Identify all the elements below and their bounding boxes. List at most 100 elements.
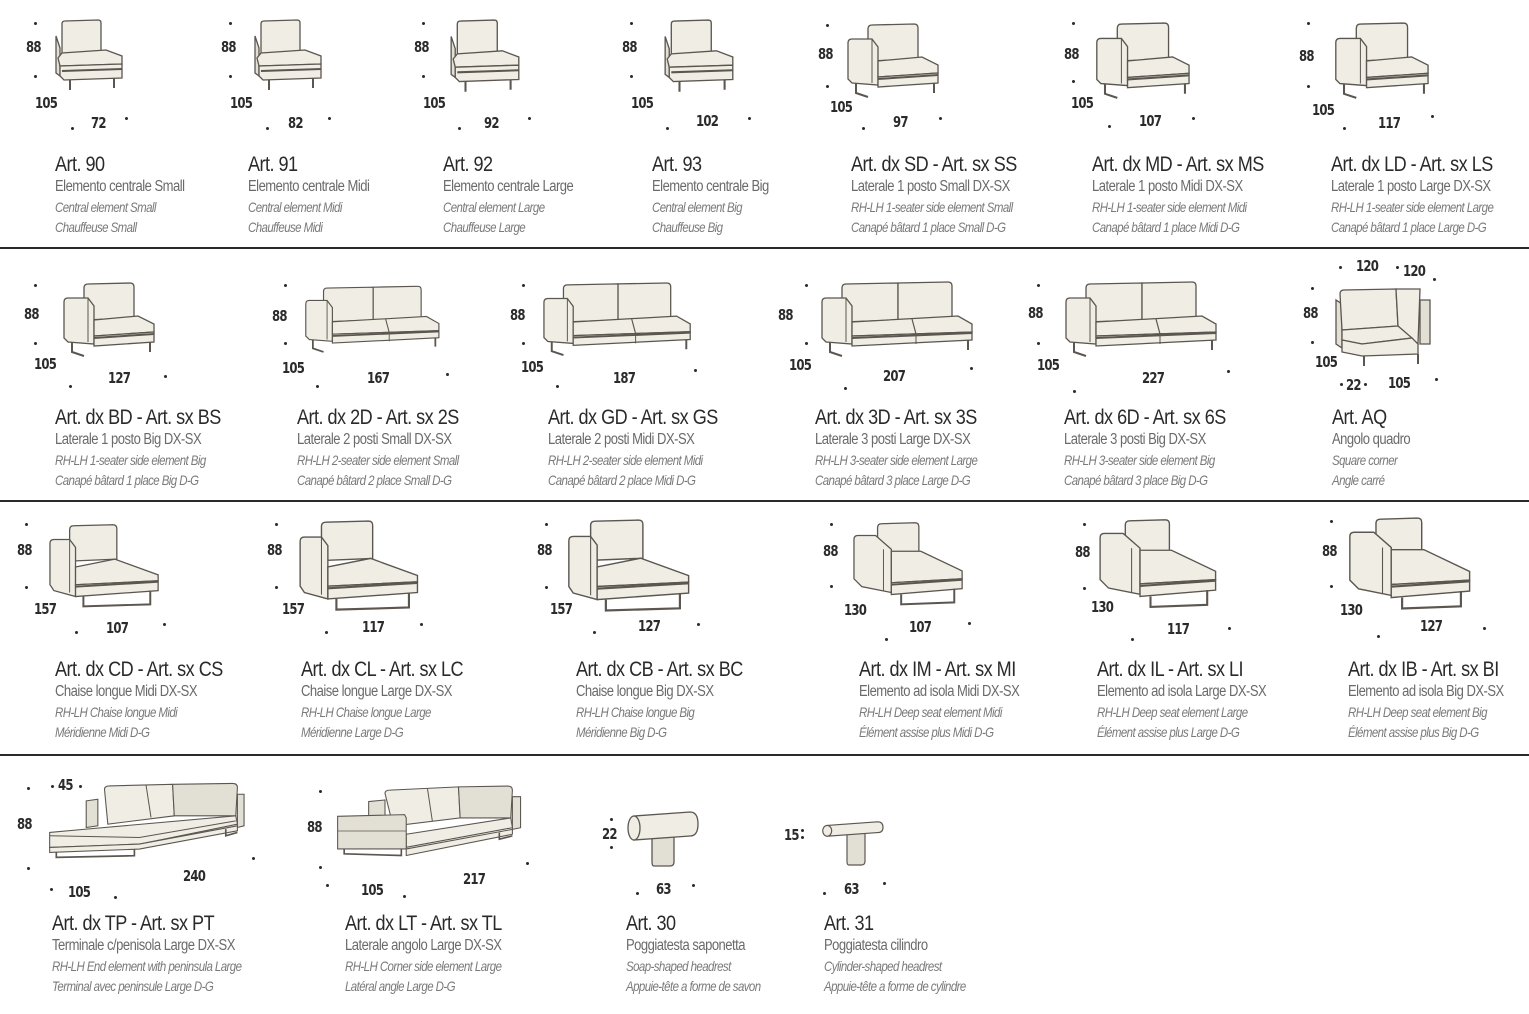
product-caption: Art. dx IB - Art. sx BI Elemento ad isol…: [1348, 658, 1529, 742]
article-code: Art. 90: [55, 153, 105, 176]
french-description: Canapé bâtard 1 place Small D-G: [851, 219, 1006, 235]
article-code: Art. dx LD - Art. sx LS: [1331, 153, 1493, 176]
product-caption: Art. 90 Elemento centrale Small Central …: [55, 153, 209, 237]
article-code: Art. AQ: [1332, 406, 1387, 429]
french-description: Chauffeuse Small: [55, 219, 137, 235]
width-dimension: 63: [844, 880, 859, 898]
product-caption: Art. AQ Angolo quadro Square corner Angl…: [1332, 406, 1425, 490]
french-description: Angle carré: [1332, 472, 1385, 488]
product-caption: Art. dx GD - Art. sx GS Laterale 2 posti…: [548, 406, 745, 490]
product-art-bd-bs: 88 105 127 Art. dx BD - Art. sx BS Later…: [0, 252, 260, 497]
product-art-cd-cs: 88 157 107 Art. dx CD - Art. sx CS Chais…: [0, 505, 270, 750]
width-dimension: 187: [613, 369, 636, 387]
depth-dimension: 105: [34, 355, 57, 373]
width-dimension: 167: [367, 369, 390, 387]
italian-description: Chaise longue Midi DX-SX: [55, 683, 198, 700]
french-description: Canapé bâtard 3 place Big D-G: [1064, 472, 1208, 488]
product-art-lt-tl: 88 105 217 Art. dx LT - Art. sx TL Later…: [300, 760, 590, 1014]
french-description: Chauffeuse Midi: [248, 219, 323, 235]
width-dimension: 72: [91, 114, 106, 132]
sofa-2-seater-side-icon: [542, 280, 698, 360]
article-code: Art. dx 2D - Art. sx 2S: [297, 406, 459, 429]
height-dimension: 88: [1303, 304, 1318, 322]
french-description: Latéral angle Large D-G: [345, 978, 456, 994]
width-dimension: 127: [1420, 617, 1443, 635]
height-dimension: 88: [17, 815, 32, 833]
product-caption: Art. 30 Poggiatesta saponetta Soap-shape…: [626, 912, 790, 996]
product-caption: Art. 92 Elemento centrale Large Central …: [443, 153, 598, 237]
width-dimension: 105: [1388, 374, 1411, 392]
width-dimension: 107: [909, 618, 932, 636]
english-description: RH-LH 1-seater side element Big: [55, 452, 206, 468]
product-caption: Art. dx 6D - Art. sx 6S Laterale 3 posti…: [1064, 406, 1252, 490]
product-caption: Art. dx CD - Art. sx CS Chaise longue Mi…: [55, 658, 250, 742]
italian-description: Laterale 1 posto Big DX-SX: [55, 431, 202, 448]
product-art-im-mi: 88 130 107 Art. dx IM - Art. sx MI Eleme…: [820, 505, 1070, 750]
depth-dimension: 105: [789, 356, 812, 374]
english-description: RH-LH Chaise longue Large: [301, 704, 431, 720]
product-art-6d-6s: 88 105 227 Art. dx 6D - Art. sx 6S Later…: [1020, 252, 1300, 497]
product-caption: Art. dx IL - Art. sx LI Elemento ad isol…: [1097, 658, 1298, 742]
italian-description: Chaise longue Big DX-SX: [576, 683, 714, 700]
height-dimension: 88: [1322, 542, 1337, 560]
height-dimension: 88: [1064, 45, 1079, 63]
article-code: Art. dx CL - Art. sx LC: [301, 658, 464, 681]
english-description: Cylinder-shaped headrest: [824, 958, 942, 974]
article-code: Art. dx TP - Art. sx PT: [52, 912, 215, 935]
product-art-md-ms: 88 105 107 Art. dx MD - Art. sx MS Later…: [1045, 0, 1295, 245]
english-description: RH-LH 1-seater side element Small: [851, 199, 1013, 215]
depth-dimension: 157: [34, 600, 57, 618]
sofa-chaise-longue-icon: [48, 519, 166, 617]
french-description: Méridienne Midi D-G: [55, 724, 150, 740]
height-dimension: 88: [537, 541, 552, 559]
english-description: RH-LH Corner side element Large: [345, 958, 502, 974]
italian-description: Laterale 3 posti Large DX-SX: [815, 431, 971, 448]
product-art-tp-pt: 45 88 105 240 Art. dx TP - Art. sx PT Te…: [0, 760, 300, 1014]
french-description: Appuie-tête a forme de savon: [626, 978, 761, 994]
height-dimension: 88: [221, 38, 236, 56]
italian-description: Laterale 2 posti Small DX-SX: [297, 431, 452, 448]
product-art-il-li: 88 130 117 Art. dx IL - Art. sx LI Eleme…: [1060, 505, 1310, 750]
italian-description: Elemento ad isola Big DX-SX: [1348, 683, 1504, 700]
height-dimension: 88: [24, 305, 39, 323]
product-caption: Art. dx CB - Art. sx BC Chaise longue Bi…: [576, 658, 770, 742]
italian-description: Laterale 1 posto Small DX-SX: [851, 178, 1010, 195]
product-art-ib-bi: 88 130 127 Art. dx IB - Art. sx BI Eleme…: [1310, 505, 1529, 750]
product-caption: Art. dx LD - Art. sx LS Laterale 1 posto…: [1331, 153, 1529, 237]
italian-description: Elemento centrale Small: [55, 178, 185, 195]
english-description: Central element Small: [55, 199, 156, 215]
width-dimension: 127: [638, 617, 661, 635]
width-dimension: 217: [463, 870, 486, 888]
corner-width-left-dimension: 120: [1356, 257, 1379, 275]
article-code: Art. dx 3D - Art. sx 3S: [815, 406, 977, 429]
height-dimension: 88: [818, 45, 833, 63]
product-art-2d-2s: 88 105 167 Art. dx 2D - Art. sx 2S Later…: [250, 252, 510, 497]
width-dimension: 102: [696, 112, 719, 130]
article-code: Art. dx IL - Art. sx LI: [1097, 658, 1244, 681]
product-caption: Art. 91 Elemento centrale Midi Central e…: [248, 153, 392, 237]
height-dimension: 88: [1075, 543, 1090, 561]
article-code: Art. dx GD - Art. sx GS: [548, 406, 718, 429]
cylinder-headrest-icon: [820, 820, 892, 874]
english-description: RH-LH Chaise longue Midi: [55, 704, 178, 720]
article-code: Art. 31: [824, 912, 874, 935]
english-description: RH-LH 1-seater side element Midi: [1092, 199, 1247, 215]
sofa-1-seater-side-icon: [846, 20, 946, 102]
article-code: Art. 30: [626, 912, 676, 935]
width-dimension: 107: [106, 619, 129, 637]
italian-description: Elemento ad isola Large DX-SX: [1097, 683, 1267, 700]
height-dimension: 22: [602, 825, 617, 843]
product-caption: Art. dx TP - Art. sx PT Terminale c/peni…: [52, 912, 283, 996]
depth-dimension: 105: [361, 881, 384, 899]
sofa-1-seater-side-icon: [54, 280, 170, 360]
english-description: Central element Midi: [248, 199, 342, 215]
depth-dimension: 105: [1037, 356, 1060, 374]
width-dimension: 227: [1142, 369, 1165, 387]
italian-description: Elemento centrale Large: [443, 178, 574, 195]
sofa-chaise-longue-icon: [298, 519, 426, 617]
depth-dimension: 105: [521, 358, 544, 376]
french-description: Canapé bâtard 1 place Midi D-G: [1092, 219, 1240, 235]
french-description: Chauffeuse Big: [652, 219, 723, 235]
sofa-central-element-icon: [646, 18, 754, 100]
depth-dimension: 105: [1312, 101, 1335, 119]
